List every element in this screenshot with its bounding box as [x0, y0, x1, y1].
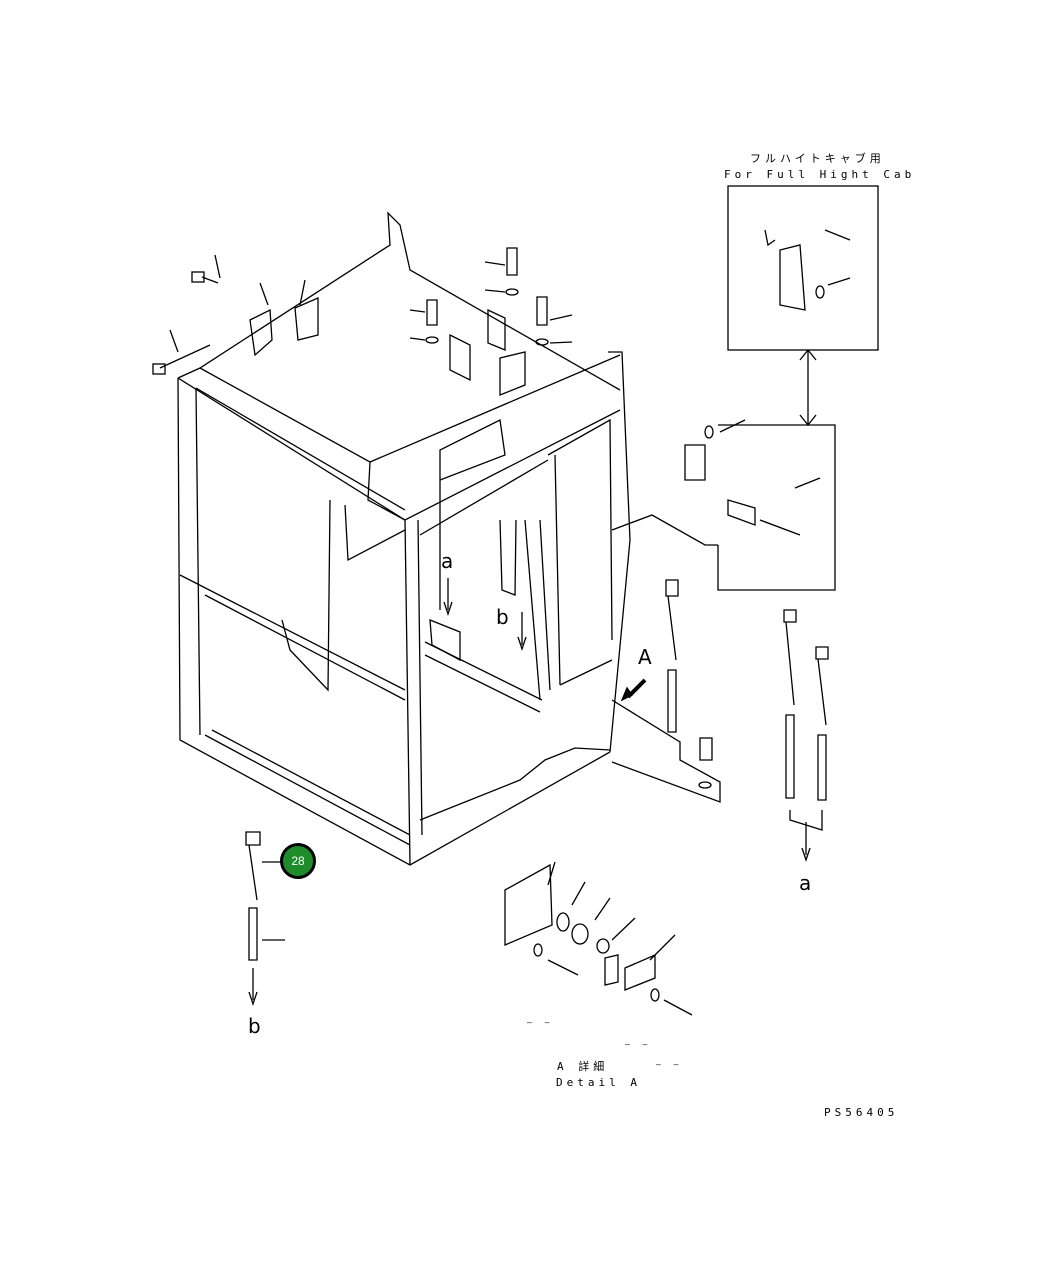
label-b-bolts: b	[248, 1014, 261, 1038]
label-a-bolts: a	[799, 871, 812, 895]
part-number-label: 28	[291, 854, 305, 868]
detail-a-parts	[504, 861, 693, 1016]
section-arrows	[443, 578, 647, 702]
label-b-cab: b	[496, 605, 509, 629]
cab-frame	[177, 211, 631, 866]
dash-mark-2: — —	[625, 1040, 652, 1049]
long-bolts-right	[611, 579, 829, 863]
detail-title-en: Detail A	[556, 1076, 641, 1089]
dash-mark-1: — —	[527, 1018, 554, 1027]
label-a-cab: a	[441, 549, 454, 573]
label-A-arrow: A	[638, 645, 652, 669]
drawing-code: PS56405	[824, 1106, 899, 1119]
dash-mark-3: — —	[656, 1060, 683, 1069]
inset-detail-a-box	[611, 419, 836, 591]
long-bolts-left	[245, 831, 285, 1007]
detail-title-jp: A 詳細	[557, 1060, 609, 1073]
part-callout-badge[interactable]: 28	[280, 843, 316, 879]
inset-title-jp: フルハイトキャブ用	[750, 152, 885, 165]
roof-hardware	[152, 247, 573, 396]
double-arrow	[799, 348, 817, 427]
inset-title-en: For Full Hight Cab	[724, 168, 916, 181]
inset-full-cab-box	[727, 185, 879, 351]
